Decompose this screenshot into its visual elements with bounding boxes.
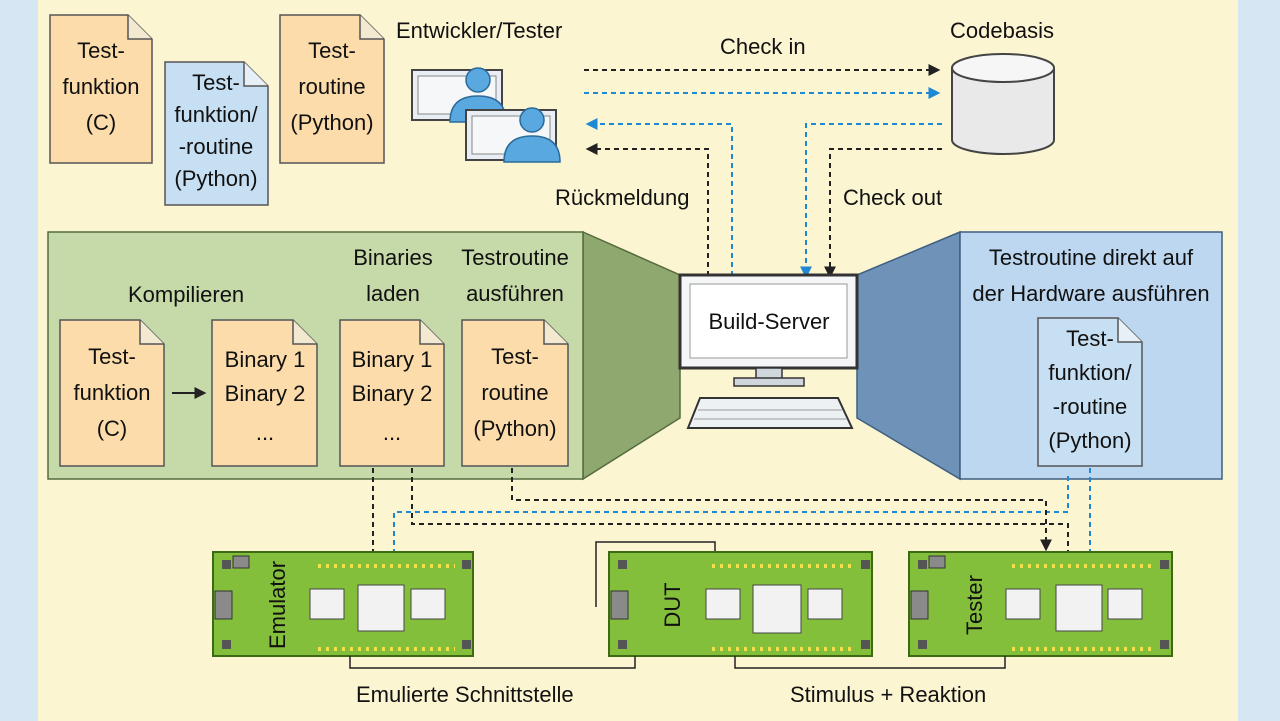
stimulus-label: Stimulus + Reaktion <box>790 682 986 707</box>
top-doc-python-line-2: routine <box>298 74 365 99</box>
top-doc-blue-line-2: funktion/ <box>174 102 258 127</box>
top-doc-python: Test- routine (Python) <box>279 14 385 164</box>
step-load-label-line-1: Binaries <box>353 245 432 270</box>
dut-board-label: DUT <box>660 582 685 627</box>
dut-board <box>608 551 873 657</box>
green-doc-testfunktion-c: Test- funktion (C) <box>59 319 165 467</box>
green-doc-4-line-1: Test- <box>491 344 539 369</box>
step-load-label-line-2: laden <box>366 281 420 306</box>
green-doc-binaries-1: Binary 1 Binary 2 ... <box>211 319 318 467</box>
green-doc-1-line-1: Test- <box>88 344 136 369</box>
tester-board-label: Tester <box>962 575 987 635</box>
tester-board <box>908 551 1173 657</box>
tester-run-arrow <box>511 468 1052 552</box>
green-doc-binaries-2: Binary 1 Binary 2 ... <box>339 319 445 467</box>
build-server-label: Build-Server <box>708 309 829 334</box>
blue-doc-line-3: -routine <box>1053 394 1128 419</box>
top-doc-c-line-3: (C) <box>86 110 117 135</box>
green-doc-2-line-2: Binary 2 <box>225 381 306 406</box>
codebase-label: Codebasis <box>950 18 1054 43</box>
step-run-label-line-2: ausführen <box>466 281 564 306</box>
step-run-label-line-1: Testroutine <box>461 245 569 270</box>
checkin-label: Check in <box>720 34 806 59</box>
top-doc-python-line-3: (Python) <box>290 110 373 135</box>
top-doc-python-line-1: Test- <box>308 38 356 63</box>
green-doc-4-line-3: (Python) <box>473 416 556 441</box>
green-doc-4-line-2: routine <box>481 380 548 405</box>
checkout-label: Check out <box>843 185 942 210</box>
dut-emulator-link <box>595 541 716 607</box>
checkout-arrow-blue <box>800 123 942 279</box>
developer-icon <box>411 67 561 163</box>
green-doc-3-line-2: Binary 2 <box>352 381 433 406</box>
emulator-board <box>212 551 474 657</box>
green-doc-3-line-1: Binary 1 <box>352 347 433 372</box>
top-doc-blue-line-4: (Python) <box>174 166 257 191</box>
green-doc-1-line-3: (C) <box>97 416 128 441</box>
feedback-label: Rückmeldung <box>555 185 690 210</box>
top-doc-c-line-2: funktion <box>62 74 139 99</box>
feedback-arrow-black <box>585 143 709 276</box>
build-server-icon <box>678 273 859 429</box>
tester-arrow-black <box>411 468 1074 611</box>
blue-doc-testfunktion-routine: Test- funktion/ -routine (Python) <box>1037 317 1143 467</box>
blue-panel-title-line-2: der Hardware ausführen <box>972 281 1209 306</box>
step-compile-label: Kompilieren <box>128 282 244 307</box>
green-doc-2-line-3: ... <box>256 420 274 445</box>
emulator-board-label: Emulator <box>265 561 290 649</box>
blue-doc-line-1: Test- <box>1066 326 1114 351</box>
green-doc-2-line-1: Binary 1 <box>225 347 306 372</box>
blue-doc-line-4: (Python) <box>1048 428 1131 453</box>
feedback-arrow-blue <box>585 118 733 276</box>
green-doc-1-line-2: funktion <box>73 380 150 405</box>
blue-panel-title-line-1: Testroutine direkt auf <box>989 245 1194 270</box>
emulated-interface-connector <box>349 656 636 669</box>
developer-label: Entwickler/Tester <box>396 18 562 43</box>
blue-doc-line-2: funktion/ <box>1048 360 1132 385</box>
codebase-cylinder-icon <box>951 53 1055 155</box>
top-doc-blue-line-1: Test- <box>192 70 240 95</box>
green-doc-3-line-3: ... <box>383 420 401 445</box>
stimulus-connector <box>734 656 1006 669</box>
top-doc-blue-line-3: -routine <box>179 134 254 159</box>
top-doc-python-blue: Test- funktion/ -routine (Python) <box>164 61 269 206</box>
top-doc-c-line-1: Test- <box>77 38 125 63</box>
top-doc-c: Test- funktion (C) <box>49 14 153 164</box>
emulated-interface-label: Emulierte Schnittstelle <box>356 682 574 707</box>
checkout-arrow-black <box>824 148 942 279</box>
green-doc-testroutine-python: Test- routine (Python) <box>461 319 569 467</box>
